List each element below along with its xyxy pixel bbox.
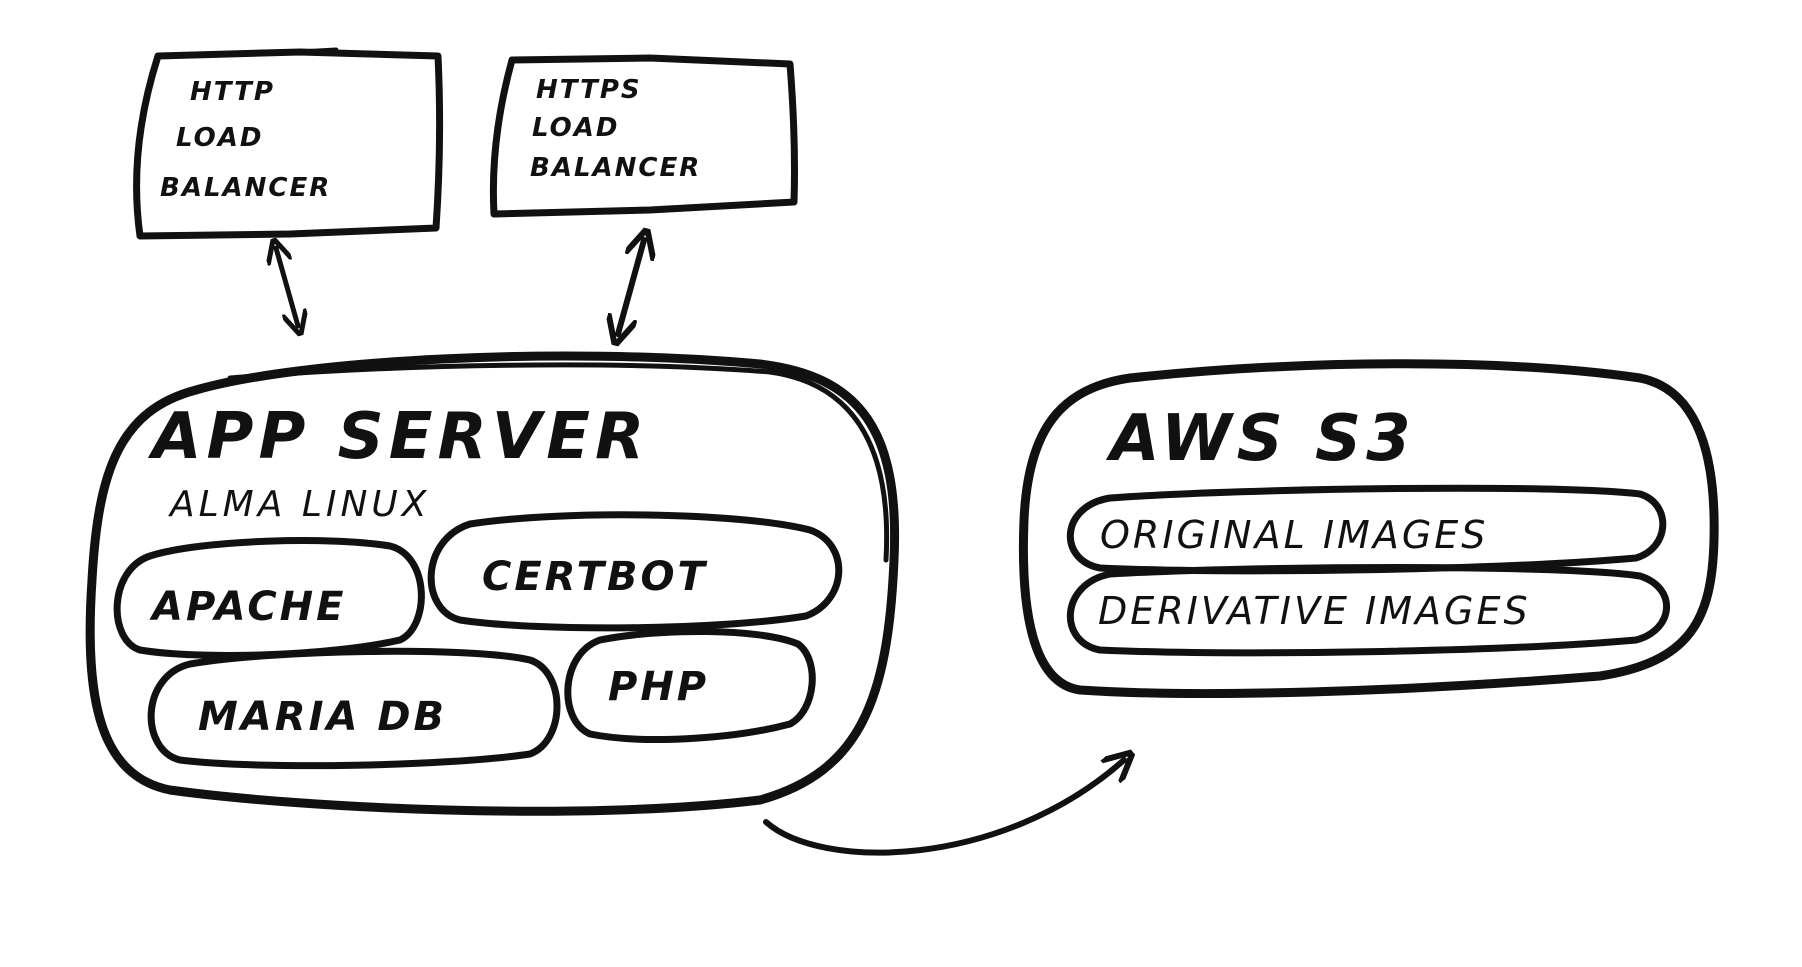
apache-pill	[113, 537, 425, 659]
app-server: APP SERVER ALMA LINUX APACHE CERTBOT MAR…	[85, 351, 900, 816]
http-load-balancer-box-accent	[297, 47, 339, 55]
https-lb-line3: BALANCER	[530, 153, 701, 183]
mariadb-pill	[147, 647, 561, 770]
bucket-original-images: ORIGINAL IMAGES	[1066, 484, 1667, 575]
php-pill	[564, 627, 816, 743]
aws-s3-title: AWS S3	[1105, 402, 1416, 476]
app-server-outline	[85, 351, 900, 816]
http-lb-line3: BALANCER	[160, 173, 331, 203]
http-lb-line2: LOAD	[176, 123, 263, 153]
http-lb-to-app-arrow	[276, 248, 298, 326]
mariadb-label: MARIA DB	[198, 694, 447, 740]
https-load-balancer-box	[489, 54, 798, 218]
https-lb-line2: LOAD	[532, 113, 619, 143]
component-mariadb: MARIA DB	[147, 647, 561, 770]
http-lb-line1: HTTP	[190, 77, 275, 107]
aws-s3: AWS S3 ORIGINAL IMAGES DERIVATIVE IMAGES	[1018, 359, 1719, 699]
component-php: PHP	[564, 627, 816, 743]
https-load-balancer: HTTPS LOAD BALANCER	[489, 54, 798, 218]
app-server-outline-inner	[227, 362, 890, 563]
component-apache: APACHE	[113, 537, 425, 659]
app-server-subtitle: ALMA LINUX	[168, 484, 430, 525]
certbot-pill	[427, 511, 843, 632]
php-label: PHP	[608, 664, 709, 710]
app-to-s3-arrow	[763, 760, 1124, 856]
https-lb-line1: HTTPS	[536, 75, 642, 105]
https-lb-to-app-arrow	[618, 240, 644, 334]
apache-label: APACHE	[149, 584, 346, 630]
certbot-label: CERTBOT	[482, 554, 708, 600]
http-load-balancer-box	[133, 48, 444, 240]
bucket-derivative-images: DERIVATIVE IMAGES	[1066, 564, 1670, 657]
http-load-balancer: HTTP LOAD BALANCER	[133, 47, 444, 240]
aws-s3-outline	[1018, 359, 1719, 699]
derivative-images-label: DERIVATIVE IMAGES	[1098, 589, 1531, 633]
app-server-title: APP SERVER	[147, 400, 649, 474]
derivative-images-pill	[1066, 564, 1670, 657]
original-images-pill	[1066, 484, 1667, 575]
original-images-label: ORIGINAL IMAGES	[1100, 513, 1488, 557]
component-certbot: CERTBOT	[427, 511, 843, 632]
